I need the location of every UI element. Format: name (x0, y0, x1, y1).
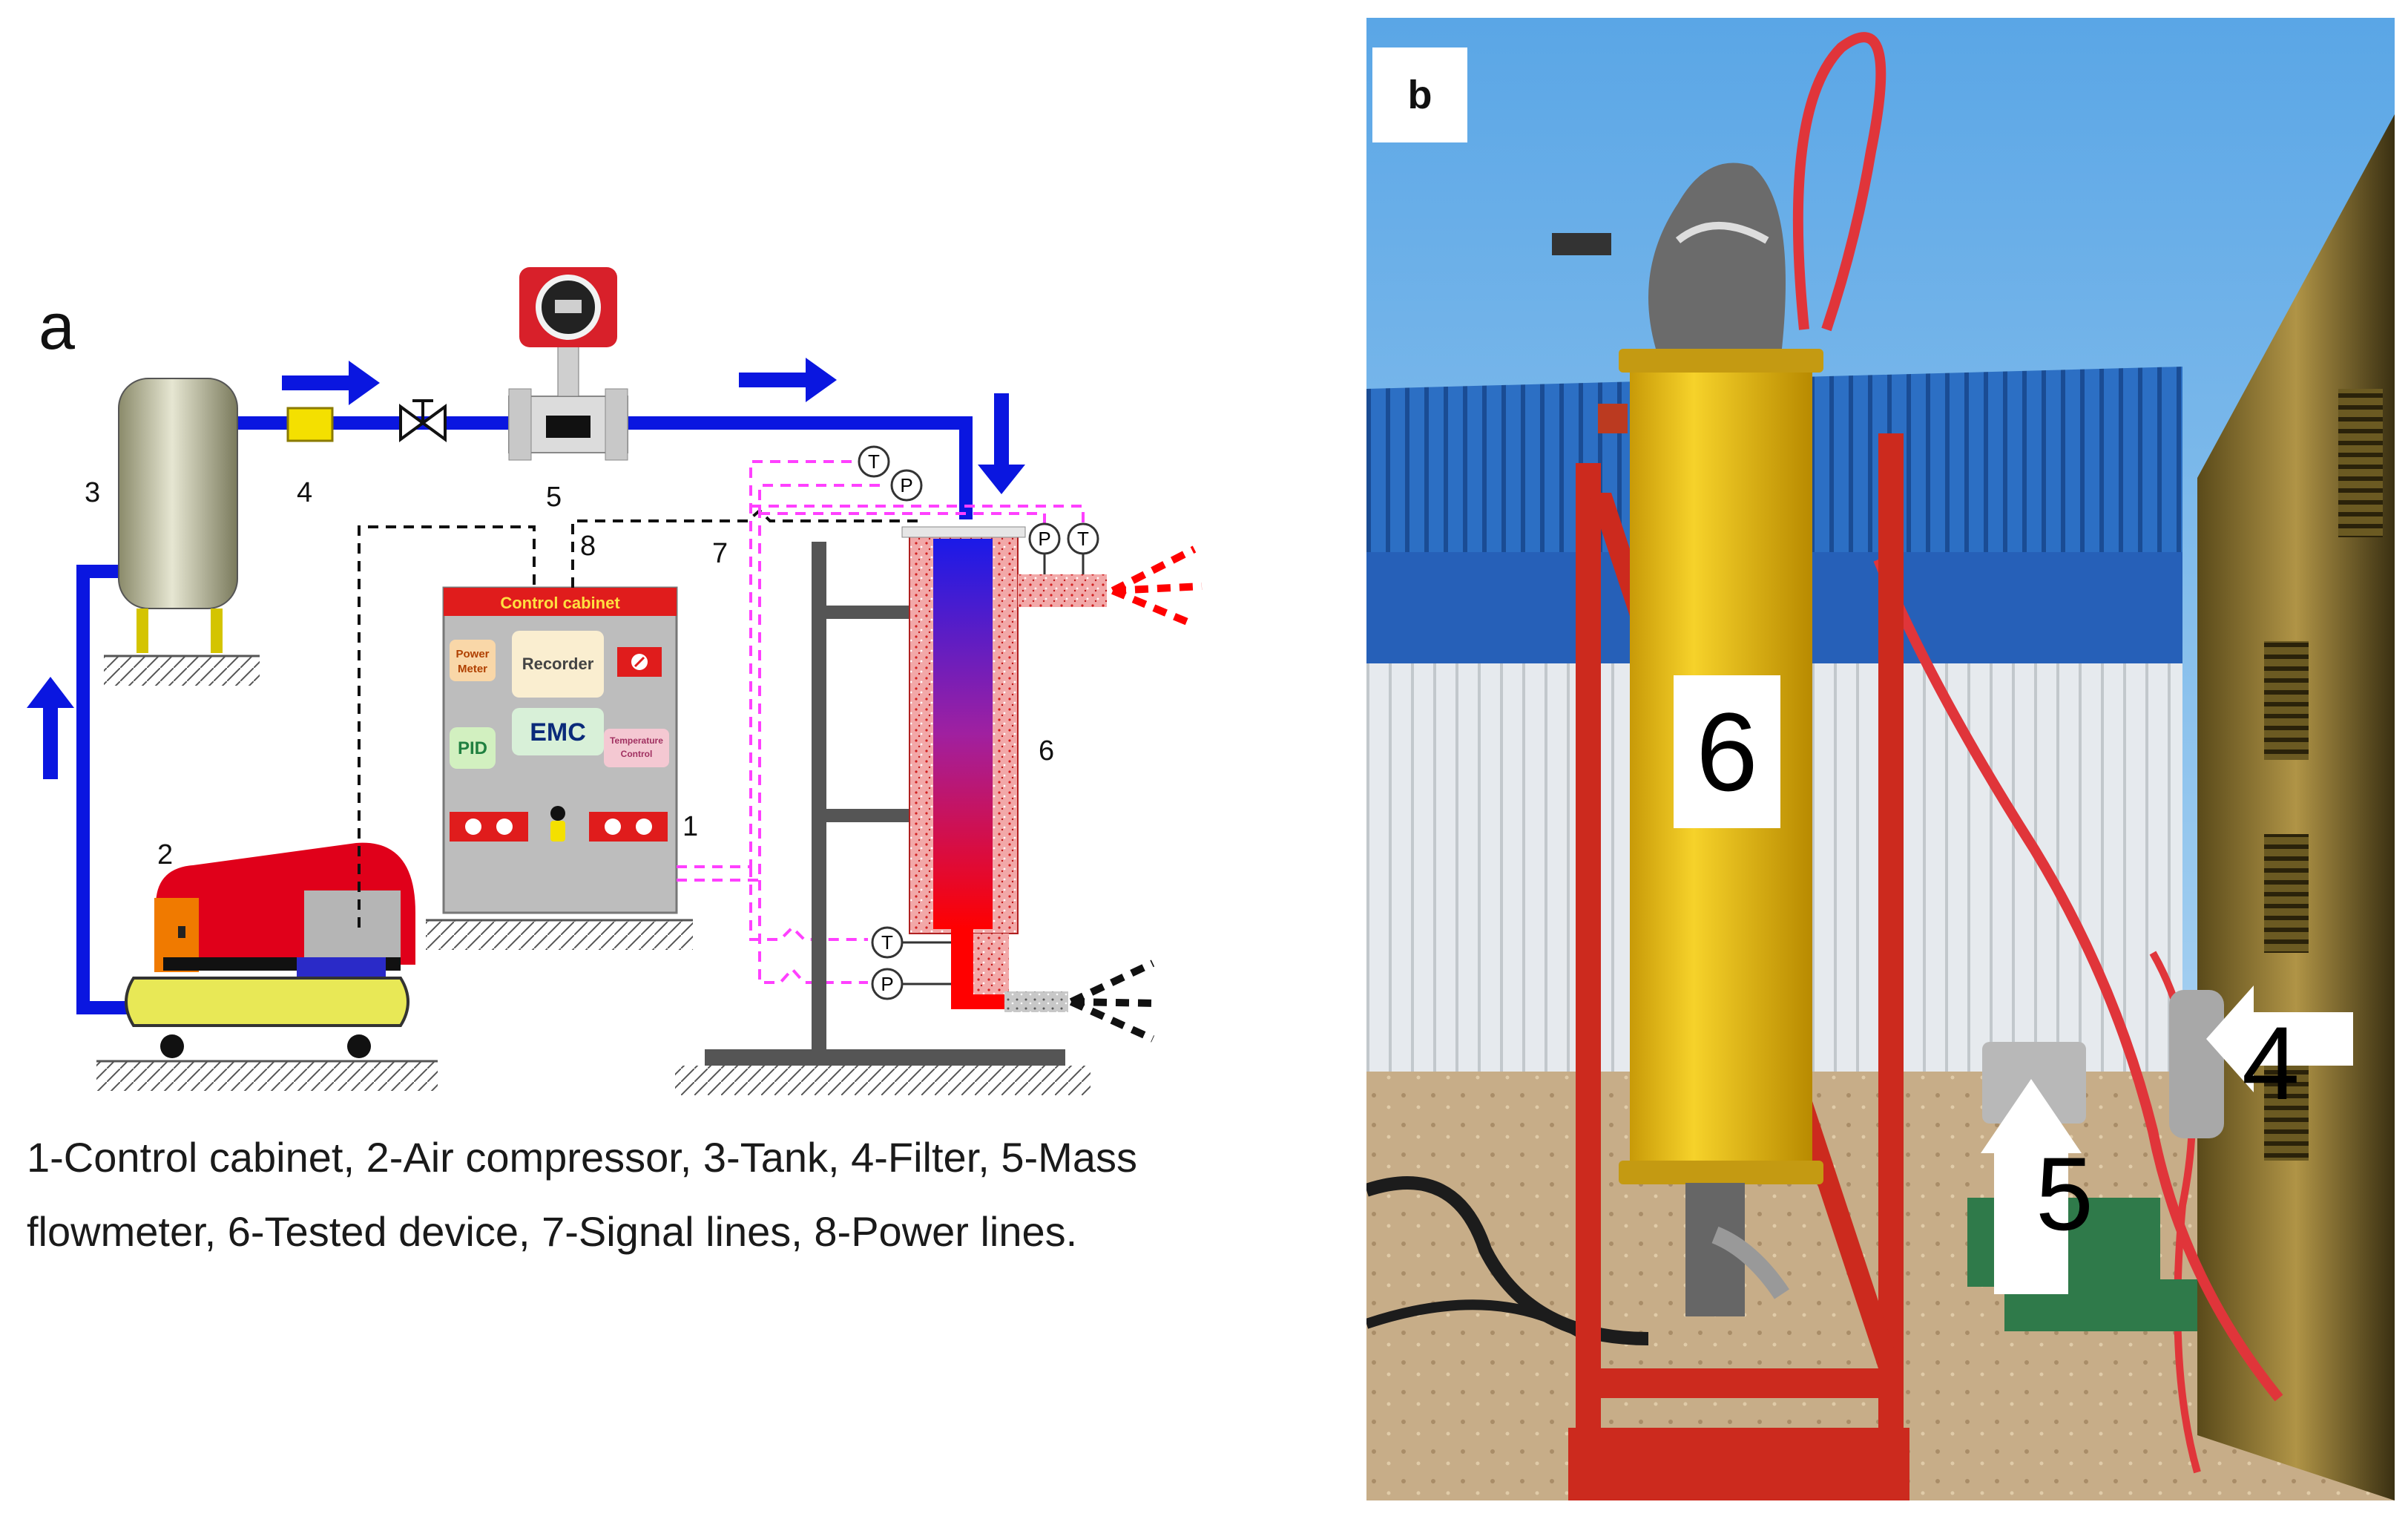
generator-cabinet (2197, 114, 2395, 1500)
caption-line-1: 1-Control cabinet, 2-Air compressor, 3-T… (27, 1134, 1137, 1181)
sensor-gauges: T P P T T P (858, 445, 1099, 1000)
temperature-sensor-bottom: T (871, 926, 904, 959)
device-stand (675, 542, 1090, 1095)
air-compressor (96, 842, 438, 1091)
sensor-p-label: P (1038, 528, 1050, 550)
tested-device (901, 526, 1107, 1012)
panel-a-letter: a (39, 289, 75, 363)
panel-b-letter: b (1372, 47, 1467, 142)
flow-arrow-right-icon (282, 361, 380, 405)
flow-arrow-up-icon (27, 677, 74, 779)
exhaust-spray-icon (1111, 545, 1203, 629)
power-meter-label-2: Meter (458, 663, 487, 675)
sensor-t-label: T (1077, 528, 1089, 550)
temperature-control-label: Temperature (610, 735, 663, 746)
number-2: 2 (157, 839, 173, 870)
flow-arrow-icons (27, 358, 1025, 779)
number-3: 3 (85, 477, 100, 508)
recorder-label: Recorder (522, 655, 594, 673)
pid-label: PID (458, 738, 487, 758)
test-rig-photo (1366, 18, 2395, 1500)
number-5: 5 (546, 482, 562, 513)
pressure-sensor-top: P (890, 469, 923, 502)
number-6: 6 (1039, 735, 1054, 767)
component-numbers: 3 4 5 8 7 6 1 2 (85, 477, 1054, 870)
sensor-p-label: P (881, 973, 893, 995)
control-cabinet: Control cabinet Power Meter Recorder PID… (426, 586, 693, 950)
caption-line-2: flowmeter, 6-Tested device, 7-Signal lin… (27, 1208, 1078, 1255)
label-4: 4 (2242, 1005, 2300, 1121)
pressure-sensor-bottom: P (871, 968, 904, 1000)
label-4-arrow (2206, 985, 2353, 1092)
label-5-arrow (1981, 1079, 2082, 1294)
tank (104, 378, 260, 686)
label-6: 6 (1674, 675, 1780, 828)
sensor-p-label: P (900, 474, 912, 496)
valve-icon (399, 399, 447, 442)
mass-flowmeter (508, 267, 628, 461)
panel-b-photo: b 6 5 4 (1366, 18, 2395, 1500)
power-meter-label: Power (455, 648, 489, 660)
sensor-t-label: T (881, 931, 893, 954)
pressure-sensor-outlet: P (1028, 522, 1061, 555)
figure-caption: 1-Control cabinet, 2-Air compressor, 3-T… (27, 1121, 1303, 1269)
sensor-t-label: T (868, 450, 880, 473)
emc-label: EMC (530, 718, 586, 747)
number-4: 4 (297, 477, 312, 508)
number-7: 7 (712, 538, 728, 569)
temperature-control-label-2: Control (621, 749, 653, 759)
number-8: 8 (580, 531, 596, 562)
panel-a-schematic: a (27, 267, 1303, 1269)
temperature-sensor-outlet: T (1067, 522, 1099, 555)
signal-lines (677, 460, 1085, 984)
filter-photo (2169, 990, 2224, 1138)
power-lines (358, 508, 920, 928)
number-1: 1 (682, 811, 698, 842)
exhaust-spray-bottom-icon (1069, 960, 1158, 1043)
flow-arrow-right-icon (739, 358, 837, 402)
schematic-diagram: a (27, 267, 1203, 1095)
flow-arrow-down-icon (978, 393, 1025, 494)
temperature-sensor-top: T (858, 445, 890, 478)
cabinet-title: Control cabinet (500, 594, 620, 612)
filter (286, 407, 334, 442)
label-5: 5 (2036, 1135, 2093, 1252)
